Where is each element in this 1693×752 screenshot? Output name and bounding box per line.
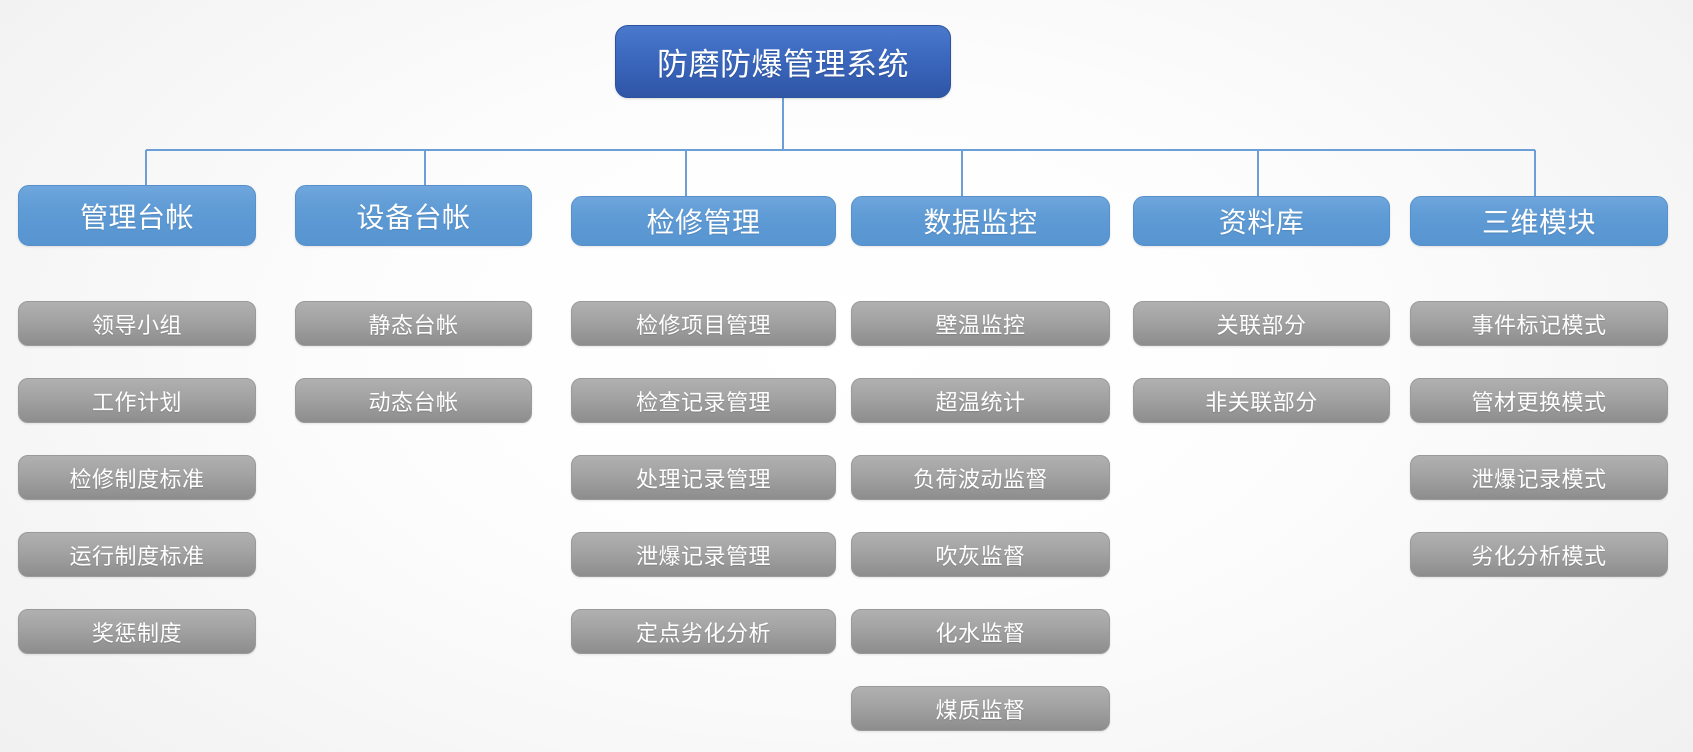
leaf-node-col-management-ledger-1[interactable]: 领导小组	[18, 301, 256, 346]
leaf-node-col-maintenance-management-4[interactable]: 泄爆记录管理	[571, 532, 836, 577]
leaf-node-col-management-ledger-3[interactable]: 检修制度标准	[18, 455, 256, 500]
branch-node-col-equipment-ledger[interactable]: 设备台帐	[295, 185, 532, 246]
leaf-node-col-equipment-ledger-1[interactable]: 静态台帐	[295, 301, 532, 346]
leaf-node-col-3d-module-2[interactable]: 管材更换模式	[1410, 378, 1668, 423]
leaf-node-col-3d-module-1[interactable]: 事件标记模式	[1410, 301, 1668, 346]
leaf-node-col-data-monitoring-2[interactable]: 超温统计	[851, 378, 1110, 423]
leaf-node-col-maintenance-management-1[interactable]: 检修项目管理	[571, 301, 836, 346]
leaf-node-col-data-monitoring-4[interactable]: 吹灰监督	[851, 532, 1110, 577]
branch-node-col-3d-module[interactable]: 三维模块	[1410, 196, 1668, 246]
leaf-node-col-maintenance-management-5[interactable]: 定点劣化分析	[571, 609, 836, 654]
leaf-node-col-data-monitoring-5[interactable]: 化水监督	[851, 609, 1110, 654]
leaf-node-col-data-monitoring-6[interactable]: 煤质监督	[851, 686, 1110, 731]
branch-node-col-data-monitoring[interactable]: 数据监控	[851, 196, 1110, 246]
leaf-node-col-3d-module-4[interactable]: 劣化分析模式	[1410, 532, 1668, 577]
leaf-node-col-data-monitoring-1[interactable]: 壁温监控	[851, 301, 1110, 346]
leaf-node-col-data-library-2[interactable]: 非关联部分	[1133, 378, 1390, 423]
leaf-node-col-data-monitoring-3[interactable]: 负荷波动监督	[851, 455, 1110, 500]
branch-node-col-data-library[interactable]: 资料库	[1133, 196, 1390, 246]
root-node: 防磨防爆管理系统	[615, 25, 951, 98]
leaf-node-col-management-ledger-2[interactable]: 工作计划	[18, 378, 256, 423]
leaf-node-col-3d-module-3[interactable]: 泄爆记录模式	[1410, 455, 1668, 500]
leaf-node-col-equipment-ledger-2[interactable]: 动态台帐	[295, 378, 532, 423]
leaf-node-col-data-library-1[interactable]: 关联部分	[1133, 301, 1390, 346]
leaf-node-col-maintenance-management-2[interactable]: 检查记录管理	[571, 378, 836, 423]
leaf-node-col-management-ledger-4[interactable]: 运行制度标准	[18, 532, 256, 577]
leaf-node-col-maintenance-management-3[interactable]: 处理记录管理	[571, 455, 836, 500]
branch-node-col-maintenance-management[interactable]: 检修管理	[571, 196, 836, 246]
branch-node-col-management-ledger[interactable]: 管理台帐	[18, 185, 256, 246]
leaf-node-col-management-ledger-5[interactable]: 奖惩制度	[18, 609, 256, 654]
